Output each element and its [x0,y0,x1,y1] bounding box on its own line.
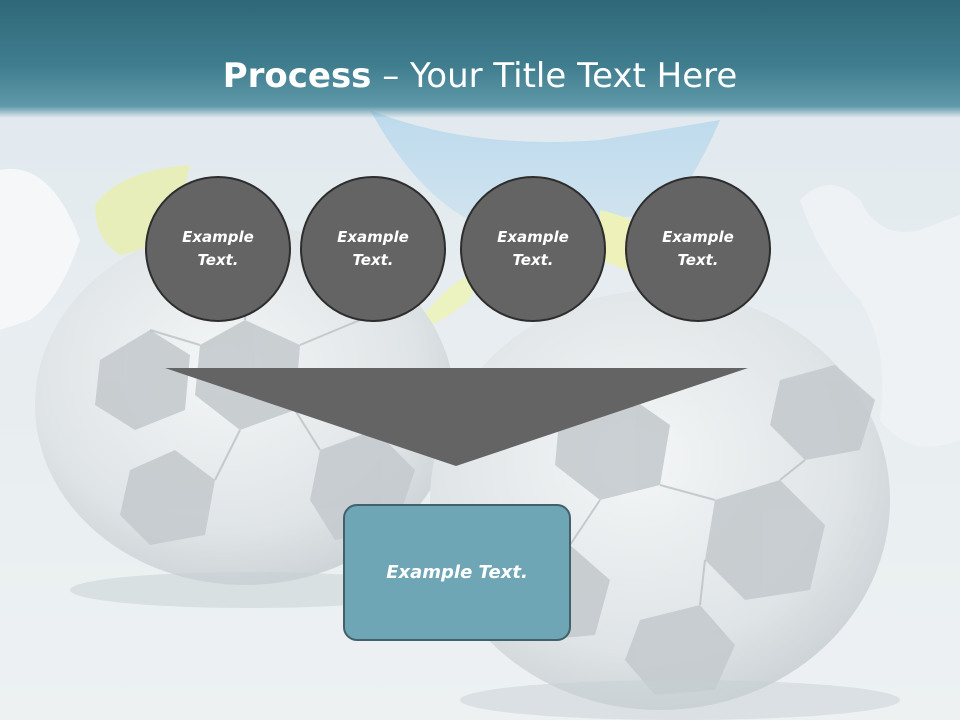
slide-title: Process – Your Title Text Here [0,54,960,98]
slide-title-rest: – Your Title Text Here [371,56,738,96]
process-step-4-label: Example Text. [662,228,734,269]
process-step-3-label: Example Text. [497,228,569,269]
title-bar [0,0,960,118]
process-step-3: Example Text. [460,176,606,322]
result-box-label: Example Text. [386,562,528,583]
slide-title-bold: Process [222,56,372,96]
process-step-4: Example Text. [625,176,771,322]
funnel-arrow-icon [165,368,748,466]
process-step-1-label: Example Text. [182,228,254,269]
process-step-1: Example Text. [145,176,291,322]
process-step-2-label: Example Text. [337,228,409,269]
process-step-2: Example Text. [300,176,446,322]
result-box: Example Text. [343,504,571,641]
